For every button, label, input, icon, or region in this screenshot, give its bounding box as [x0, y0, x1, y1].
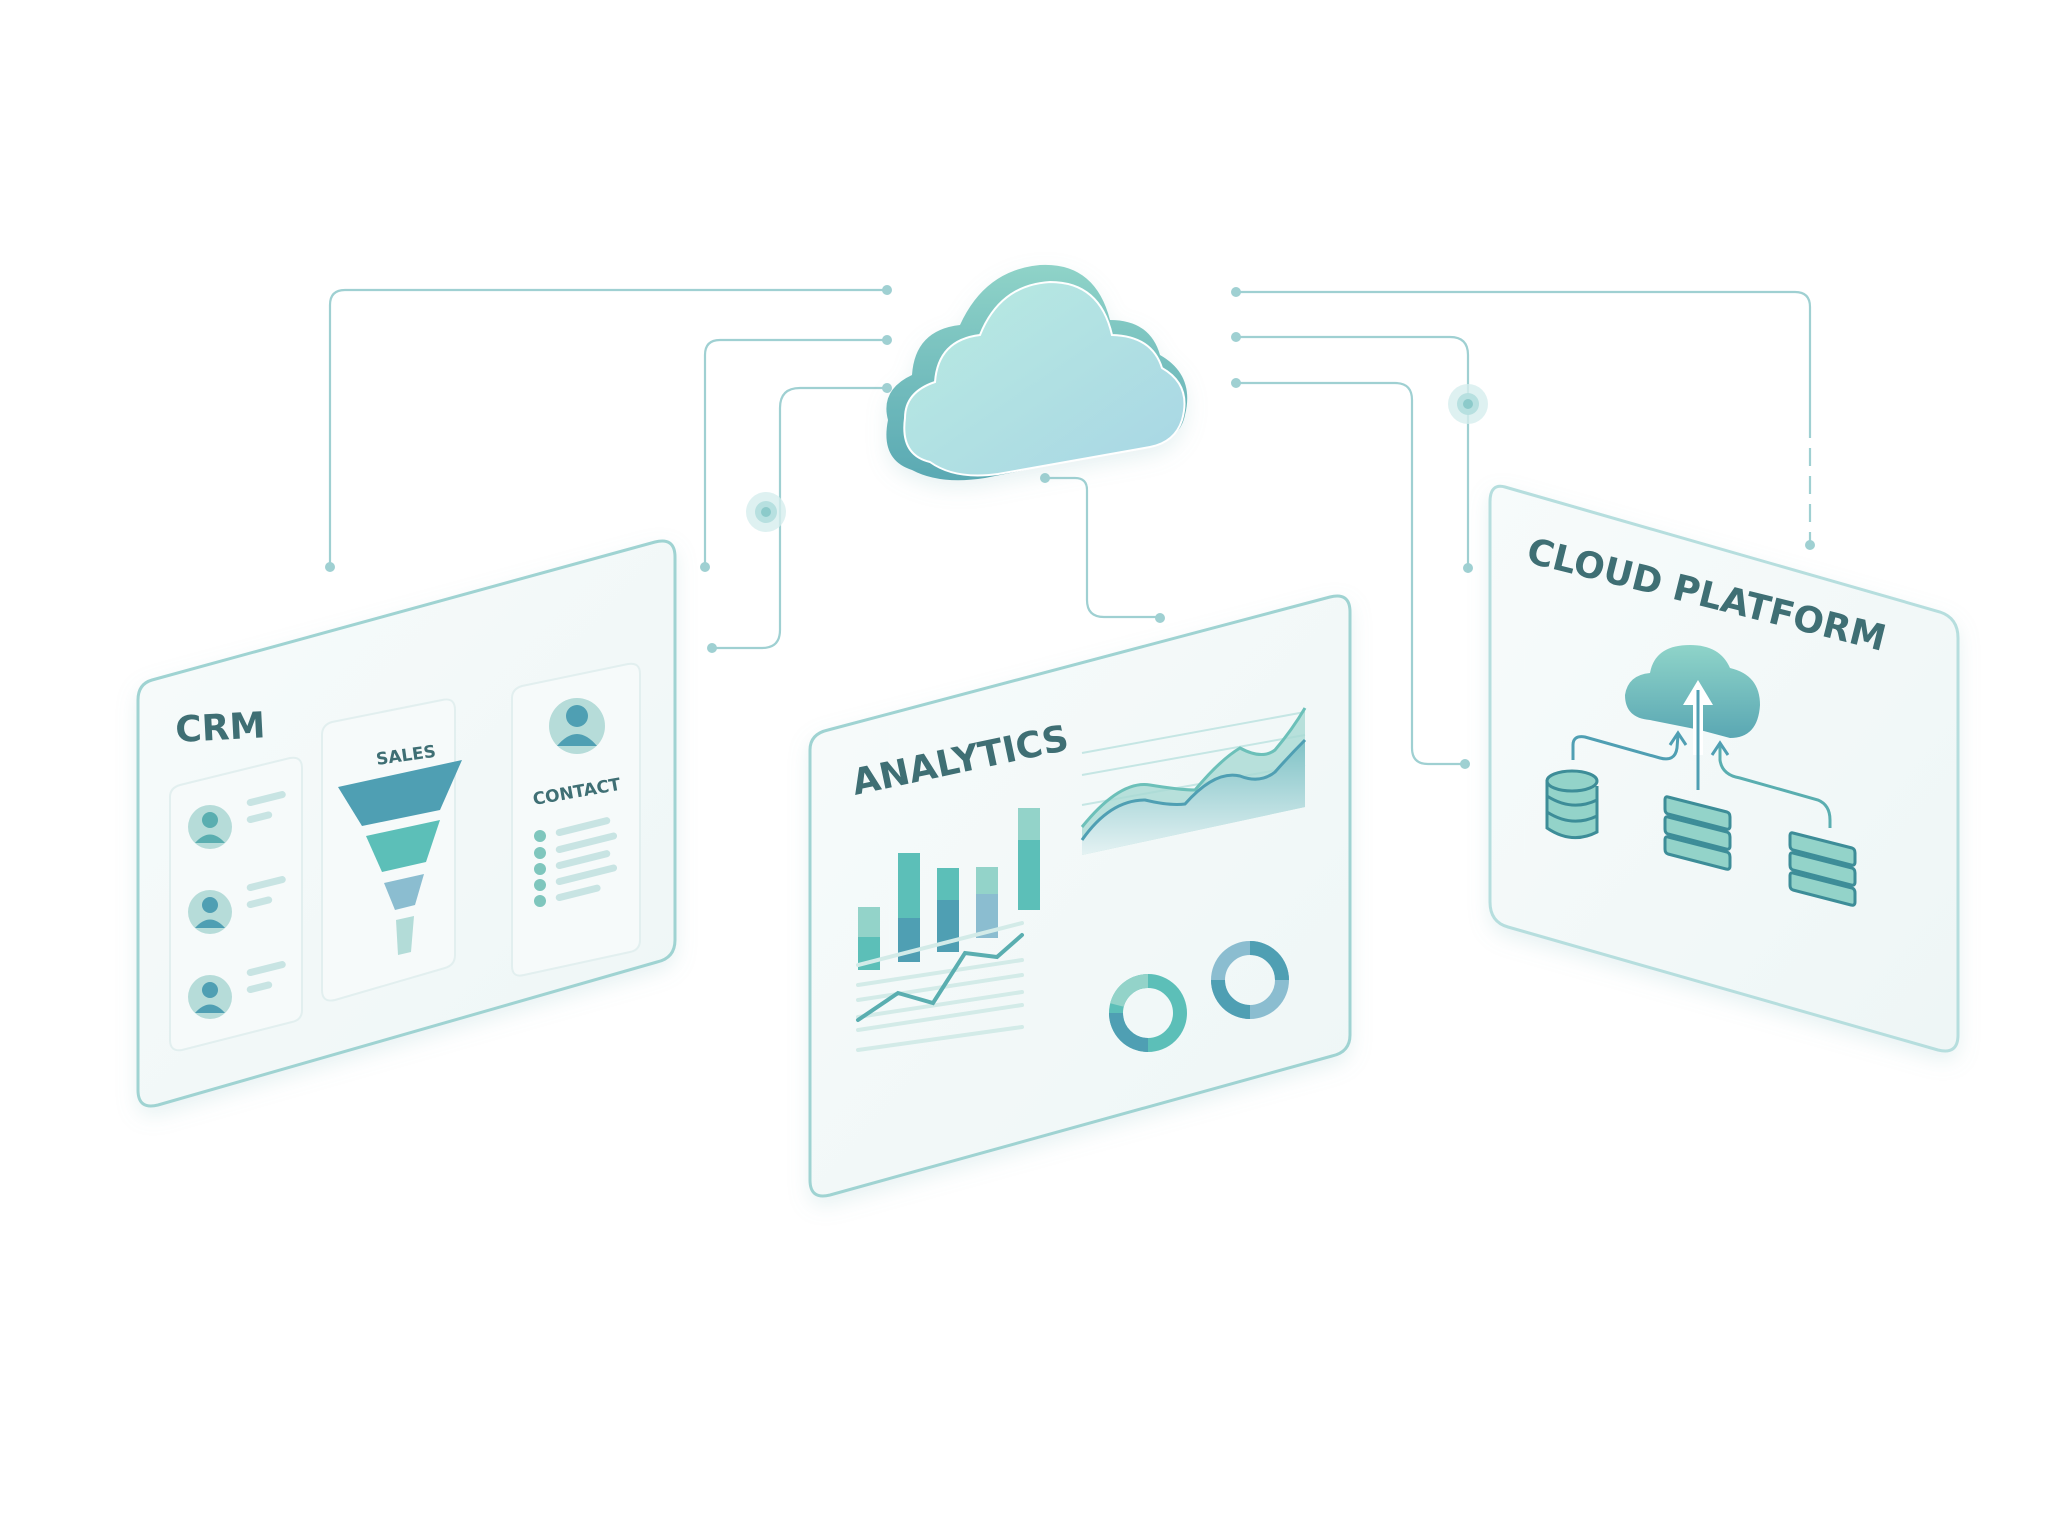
sales-funnel-icon	[338, 760, 462, 955]
area-chart-icon	[1080, 707, 1307, 855]
donut-chart-icon	[1109, 941, 1289, 1052]
server-stack-icon	[1663, 795, 1732, 871]
cloud-icon	[886, 264, 1188, 481]
cloud-platform-panel[interactable]: CLOUD PLATFORM	[1488, 484, 1960, 1053]
crm-title: CRM	[174, 705, 266, 751]
contact-avatar-icon	[549, 698, 605, 754]
contact-list-icon	[188, 791, 286, 1019]
contact-details-icon	[534, 817, 618, 907]
database-icon	[1545, 769, 1599, 840]
connector-nodes	[325, 285, 1815, 769]
server-rack-icon	[1788, 831, 1857, 907]
line-chart-icon	[856, 921, 1024, 1052]
upload-arrows-icon	[1571, 730, 1832, 828]
crm-panel[interactable]: CRM SALES CONTACT	[136, 539, 677, 1108]
analytics-panel[interactable]: ANALYTICS	[808, 594, 1352, 1198]
connector-lines	[328, 288, 1812, 766]
connector-pulse-icon	[746, 384, 1488, 532]
cloud-upload-icon	[1625, 645, 1760, 790]
